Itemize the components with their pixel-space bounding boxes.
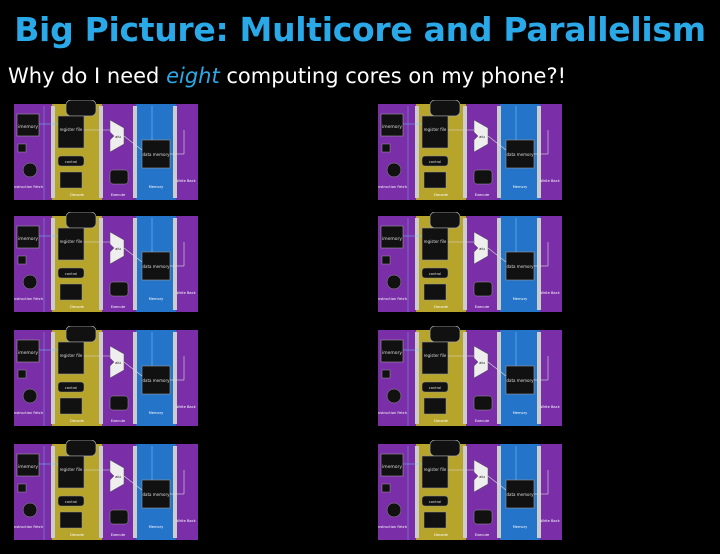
- svg-text:Write Back: Write Back: [176, 179, 196, 183]
- svg-text:register file: register file: [424, 353, 447, 358]
- svg-text:control: control: [429, 272, 441, 276]
- svg-text:alu: alu: [115, 475, 120, 479]
- svg-text:register file: register file: [60, 127, 83, 132]
- subtitle-emphasis: eight: [166, 64, 220, 88]
- svg-text:register file: register file: [424, 467, 447, 472]
- svg-text:register file: register file: [424, 127, 447, 132]
- svg-text:data memory: data memory: [143, 152, 171, 157]
- svg-text:alu: alu: [479, 475, 484, 479]
- svg-text:Execute: Execute: [111, 193, 126, 197]
- svg-text:control: control: [65, 160, 77, 164]
- svg-text:control: control: [65, 386, 77, 390]
- svg-text:alu: alu: [479, 247, 484, 251]
- svg-text:Instruction Fetch: Instruction Fetch: [378, 185, 407, 189]
- subtitle-after: computing cores on my phone?!: [219, 64, 567, 88]
- svg-text:imemory: imemory: [382, 350, 402, 356]
- svg-text:Memory: Memory: [149, 525, 164, 529]
- svg-text:alu: alu: [479, 361, 484, 365]
- slide-subtitle: Why do I need eight computing cores on m…: [8, 64, 566, 88]
- svg-text:Instruction Fetch: Instruction Fetch: [378, 411, 407, 415]
- svg-text:control: control: [429, 160, 441, 164]
- processor-core-diagram: imemory register file control alu data m…: [14, 326, 202, 440]
- svg-text:alu: alu: [115, 247, 120, 251]
- svg-text:Execute: Execute: [475, 193, 490, 197]
- svg-text:imemory: imemory: [382, 236, 402, 242]
- svg-text:register file: register file: [424, 239, 447, 244]
- svg-text:Instruction Fetch: Instruction Fetch: [378, 525, 407, 529]
- processor-core-diagram: imemory register file control alu data m…: [14, 212, 202, 326]
- svg-text:data memory: data memory: [507, 264, 535, 269]
- svg-text:imemory: imemory: [382, 464, 402, 470]
- svg-text:Memory: Memory: [149, 297, 164, 301]
- svg-text:Write Back: Write Back: [540, 519, 560, 523]
- processor-core-diagram: imemory register file control alu data m…: [14, 440, 202, 554]
- svg-text:Memory: Memory: [149, 185, 164, 189]
- svg-text:Execute: Execute: [111, 419, 126, 423]
- svg-text:Execute: Execute: [111, 305, 126, 309]
- svg-text:Instruction Fetch: Instruction Fetch: [14, 411, 43, 415]
- subtitle-before: Why do I need: [8, 64, 167, 88]
- svg-text:data memory: data memory: [507, 492, 535, 497]
- svg-text:control: control: [429, 386, 441, 390]
- svg-text:Write Back: Write Back: [540, 405, 560, 409]
- svg-text:Memory: Memory: [513, 411, 528, 415]
- svg-text:Memory: Memory: [513, 185, 528, 189]
- processor-core-diagram: imemory register file control alu data m…: [378, 100, 566, 214]
- svg-text:Instruction Fetch: Instruction Fetch: [378, 297, 407, 301]
- svg-text:register file: register file: [60, 239, 83, 244]
- svg-text:Execute: Execute: [475, 533, 490, 537]
- svg-text:Decode: Decode: [70, 193, 84, 197]
- svg-text:Decode: Decode: [434, 419, 448, 423]
- processor-core-diagram: imemory register file control alu data m…: [378, 326, 566, 440]
- svg-text:Execute: Execute: [111, 533, 126, 537]
- slide-title: Big Picture: Multicore and Parallelism: [14, 10, 706, 49]
- svg-text:Decode: Decode: [434, 533, 448, 537]
- svg-text:alu: alu: [115, 135, 120, 139]
- svg-text:Decode: Decode: [70, 419, 84, 423]
- svg-text:Execute: Execute: [475, 305, 490, 309]
- svg-text:data memory: data memory: [143, 264, 171, 269]
- svg-text:alu: alu: [479, 135, 484, 139]
- svg-text:data memory: data memory: [143, 492, 171, 497]
- svg-text:control: control: [65, 500, 77, 504]
- processor-core-diagram: imemory register file control alu data m…: [378, 440, 566, 554]
- svg-text:register file: register file: [60, 353, 83, 358]
- svg-text:Write Back: Write Back: [176, 519, 196, 523]
- svg-text:control: control: [65, 272, 77, 276]
- processor-core-diagram: imemory register file control alu data m…: [14, 100, 202, 214]
- svg-text:data memory: data memory: [143, 378, 171, 383]
- svg-text:Instruction Fetch: Instruction Fetch: [14, 297, 43, 301]
- processor-core-diagram: imemory register file control alu data m…: [378, 212, 566, 326]
- svg-text:Instruction Fetch: Instruction Fetch: [14, 525, 43, 529]
- svg-text:imemory: imemory: [18, 124, 38, 130]
- svg-text:alu: alu: [115, 361, 120, 365]
- svg-text:register file: register file: [60, 467, 83, 472]
- svg-text:Decode: Decode: [434, 193, 448, 197]
- svg-text:Memory: Memory: [149, 411, 164, 415]
- svg-text:Decode: Decode: [70, 533, 84, 537]
- svg-text:imemory: imemory: [382, 124, 402, 130]
- svg-text:Instruction Fetch: Instruction Fetch: [14, 185, 43, 189]
- svg-text:control: control: [429, 500, 441, 504]
- svg-text:Decode: Decode: [434, 305, 448, 309]
- svg-text:data memory: data memory: [507, 378, 535, 383]
- svg-text:Write Back: Write Back: [540, 179, 560, 183]
- svg-text:Memory: Memory: [513, 525, 528, 529]
- svg-text:imemory: imemory: [18, 464, 38, 470]
- svg-text:imemory: imemory: [18, 350, 38, 356]
- svg-text:Memory: Memory: [513, 297, 528, 301]
- svg-text:Write Back: Write Back: [176, 405, 196, 409]
- svg-text:data memory: data memory: [507, 152, 535, 157]
- svg-text:Write Back: Write Back: [540, 291, 560, 295]
- svg-text:imemory: imemory: [18, 236, 38, 242]
- svg-text:Execute: Execute: [475, 419, 490, 423]
- svg-text:Decode: Decode: [70, 305, 84, 309]
- svg-text:Write Back: Write Back: [176, 291, 196, 295]
